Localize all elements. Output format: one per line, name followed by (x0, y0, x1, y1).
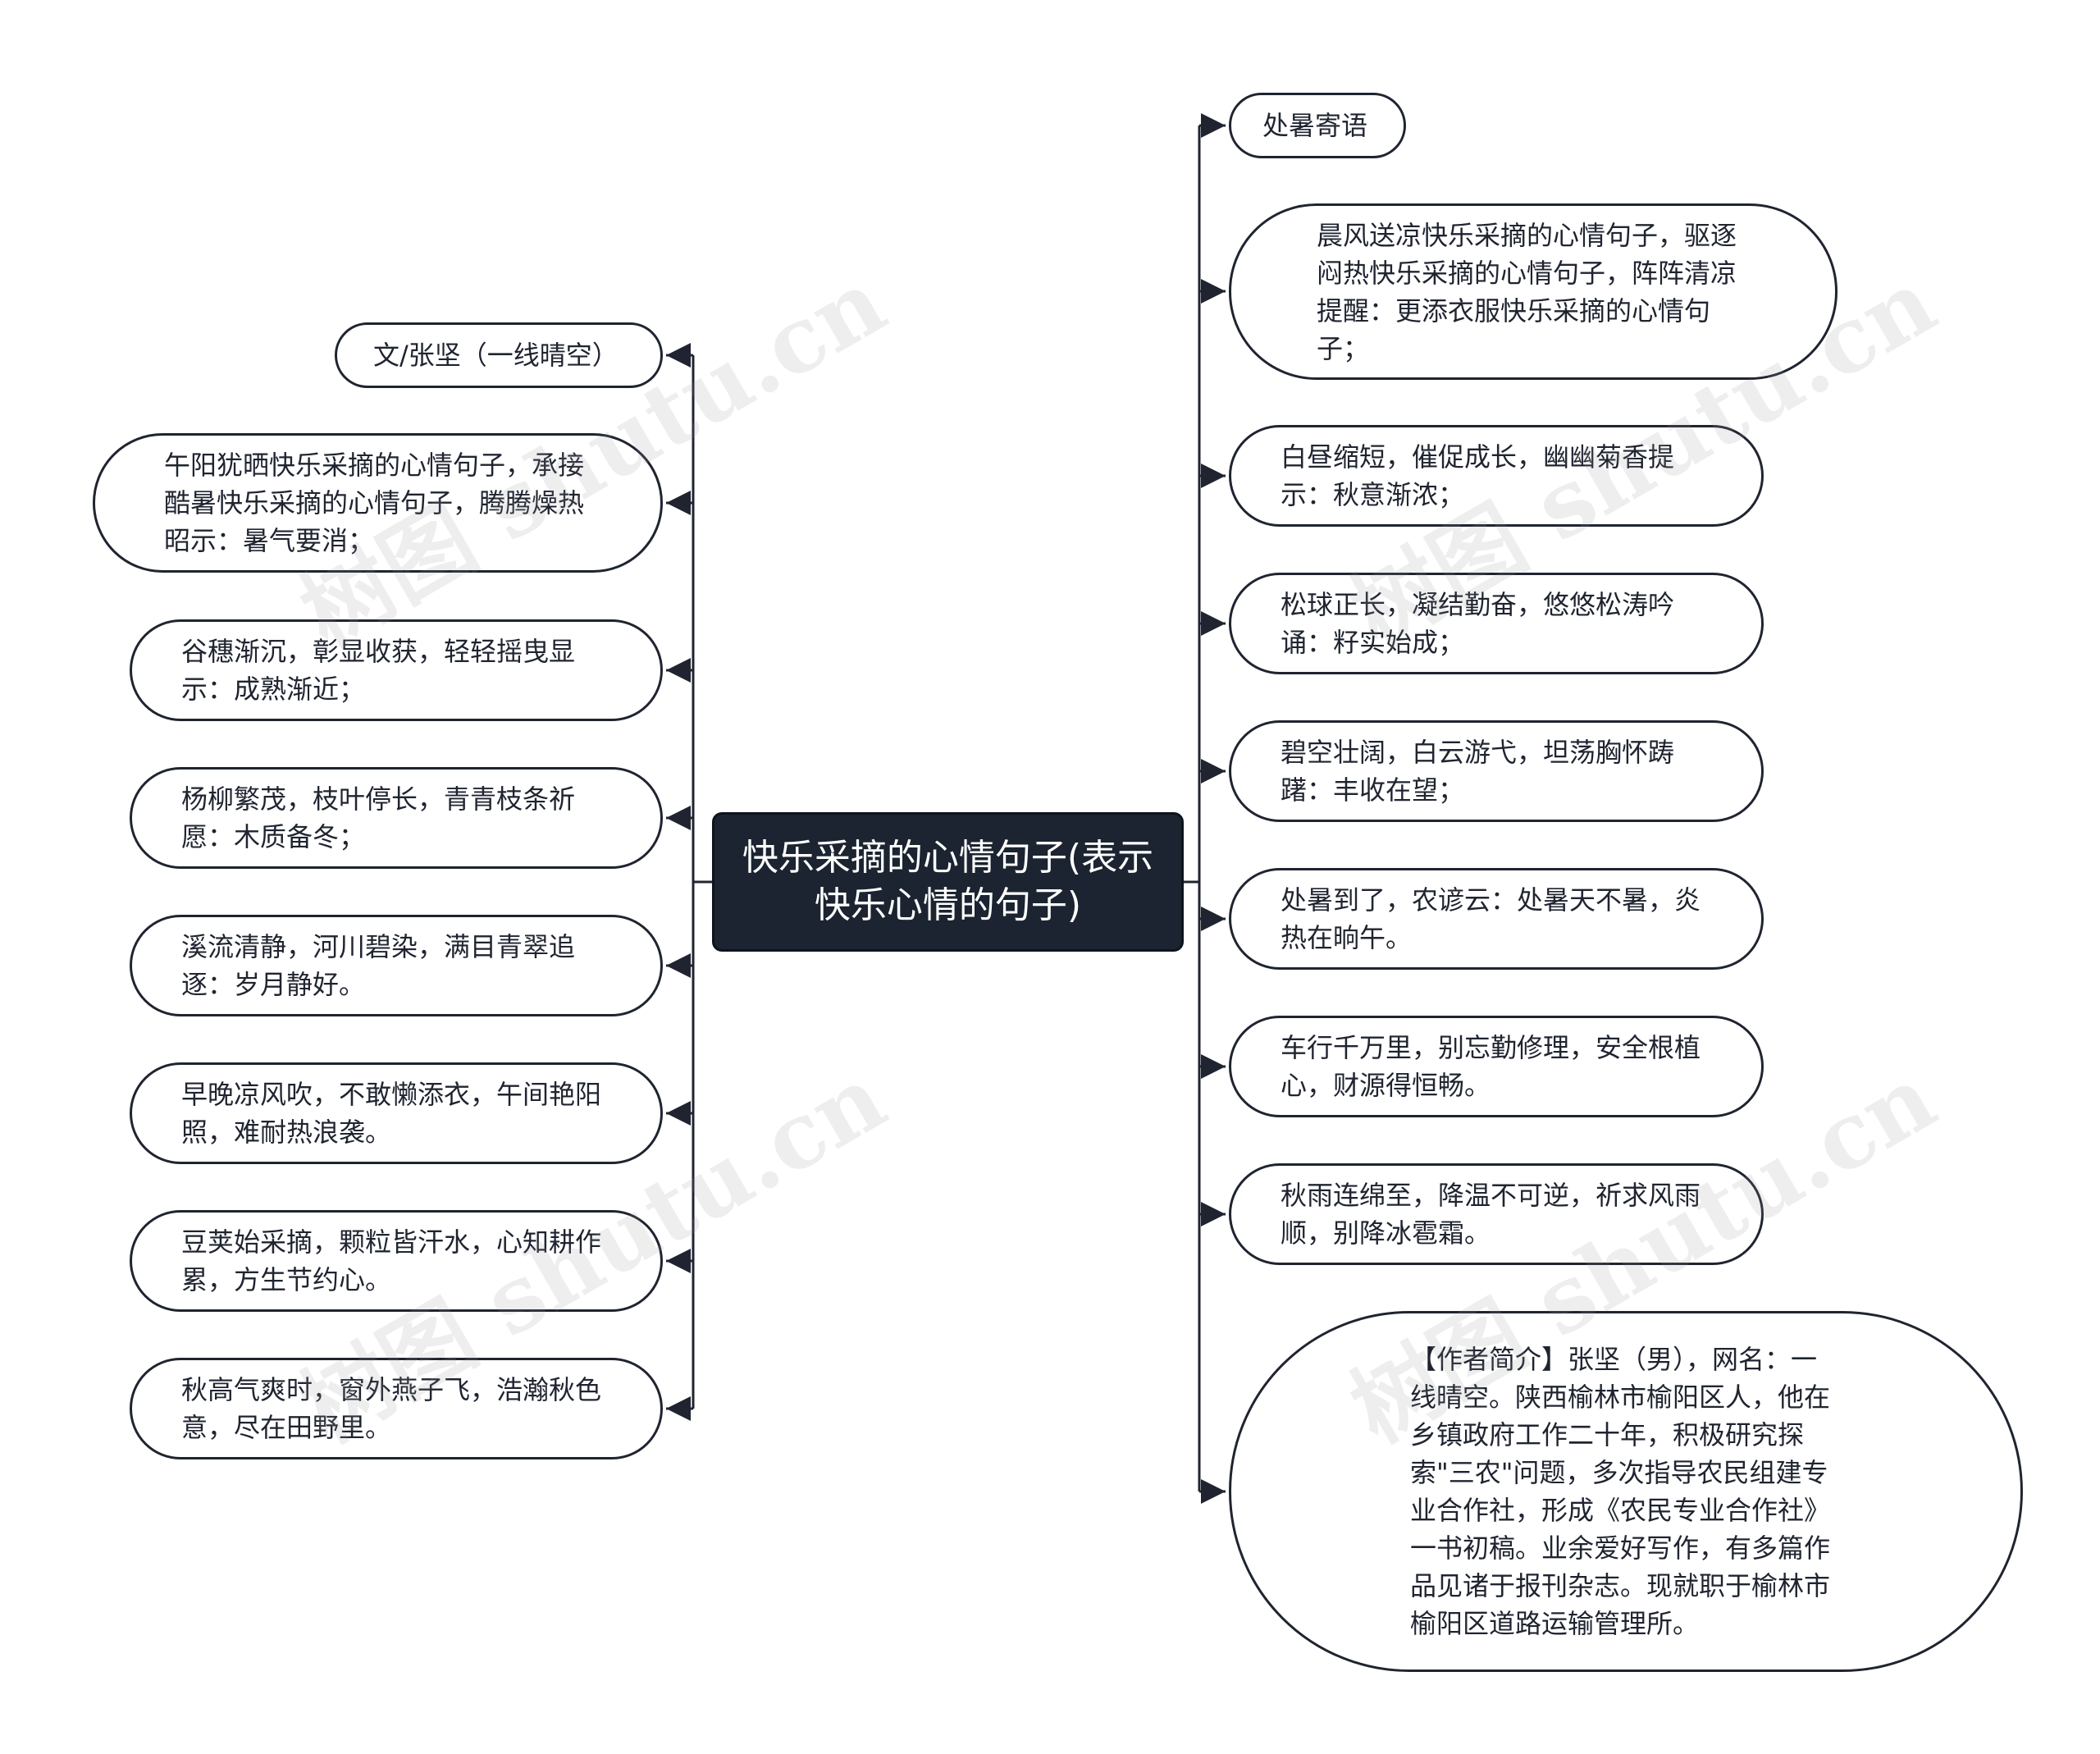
node-label: 午阳犹晒快乐采摘的心情句子，承接酷暑快乐采摘的心情句子，腾腾燥热昭示：暑气要消； (164, 450, 585, 556)
node-label: 早晚凉风吹，不敢懒添衣，午间艳阳照，难耐热浪袭。 (181, 1079, 602, 1148)
right-node-proverb[interactable]: 处暑到了，农谚云：处暑天不暑，炎热在晌午。 (1229, 868, 1764, 970)
node-label: 文/张坚（一线晴空） (373, 340, 619, 371)
left-node-noon-sun[interactable]: 午阳犹晒快乐采摘的心情句子，承接酷暑快乐采摘的心情句子，腾腾燥热昭示：暑气要消； (93, 433, 663, 573)
node-label: 秋雨连绵至，降温不可逆，祈求风雨顺，别降冰雹霜。 (1281, 1180, 1701, 1249)
node-label: 处暑寄语 (1262, 110, 1368, 141)
right-node-pine-cones[interactable]: 松球正长，凝结勤奋，悠悠松涛吟诵：籽实始成； (1229, 573, 1764, 674)
right-node-blue-sky[interactable]: 碧空壮阔，白云游弋，坦荡胸怀踌躇：丰收在望； (1229, 720, 1764, 822)
node-label: 溪流清静，河川碧染，满目青翠追逐：岁月静好。 (181, 931, 576, 1000)
left-node-author[interactable]: 文/张坚（一线晴空） (335, 322, 663, 388)
right-node-morning-wind[interactable]: 晨风送凉快乐采摘的心情句子，驱逐闷热快乐采摘的心情句子，阵阵清凉提醒：更添衣服快… (1229, 203, 1838, 380)
node-label: 白昼缩短，催促成长，幽幽菊香提示：秋意渐浓； (1281, 441, 1675, 510)
central-topic-label: 快乐采摘的心情句子(表示快乐心情的句子) (742, 837, 1154, 926)
node-label: 豆荚始采摘，颗粒皆汗水，心知耕作累，方生节约心。 (181, 1226, 602, 1295)
node-label: 秋高气爽时，窗外燕子飞，浩瀚秋色意，尽在田野里。 (181, 1374, 602, 1443)
left-node-stream[interactable]: 溪流清静，河川碧染，满目青翠追逐：岁月静好。 (130, 915, 663, 1016)
node-label: 【作者简介】张坚（男），网名：一线晴空。陕西榆林市榆阳区人，他在乡镇政府工作二十… (1410, 1344, 1831, 1639)
right-node-vehicle[interactable]: 车行千万里，别忘勤修理，安全根植心，财源得恒畅。 (1229, 1016, 1764, 1117)
node-label: 谷穗渐沉，彰显收获，轻轻摇曳显示：成熟渐近； (181, 636, 576, 705)
node-label: 处暑到了，农谚云：处暑天不暑，炎热在晌午。 (1281, 884, 1701, 953)
left-node-cool-wind[interactable]: 早晚凉风吹，不敢懒添衣，午间艳阳照，难耐热浪袭。 (130, 1062, 663, 1164)
left-node-willow[interactable]: 杨柳繁茂，枝叶停长，青青枝条祈愿：木质备冬； (130, 767, 663, 869)
left-node-beans[interactable]: 豆荚始采摘，颗粒皆汗水，心知耕作累，方生节约心。 (130, 1210, 663, 1312)
node-label: 松球正长，凝结勤奋，悠悠松涛吟诵：籽实始成； (1281, 589, 1675, 658)
right-node-autumn-rain[interactable]: 秋雨连绵至，降温不可逆，祈求风雨顺，别降冰雹霜。 (1229, 1163, 1764, 1265)
right-node-greeting[interactable]: 处暑寄语 (1229, 93, 1406, 158)
node-label: 杨柳繁茂，枝叶停长，青青枝条祈愿：木质备冬； (181, 783, 576, 852)
right-node-author-bio[interactable]: 【作者简介】张坚（男），网名：一线晴空。陕西榆林市榆阳区人，他在乡镇政府工作二十… (1229, 1311, 2023, 1672)
right-node-short-days[interactable]: 白昼缩短，催促成长，幽幽菊香提示：秋意渐浓； (1229, 425, 1764, 527)
node-label: 车行千万里，别忘勤修理，安全根植心，财源得恒畅。 (1281, 1032, 1701, 1101)
node-label: 晨风送凉快乐采摘的心情句子，驱逐闷热快乐采摘的心情句子，阵阵清凉提醒：更添衣服快… (1317, 219, 1737, 364)
central-topic[interactable]: 快乐采摘的心情句子(表示快乐心情的句子) (712, 812, 1184, 952)
left-node-autumn-sky[interactable]: 秋高气爽时，窗外燕子飞，浩瀚秋色意，尽在田野里。 (130, 1358, 663, 1459)
left-node-grain[interactable]: 谷穗渐沉，彰显收获，轻轻摇曳显示：成熟渐近； (130, 619, 663, 721)
node-label: 碧空壮阔，白云游弋，坦荡胸怀踌躇：丰收在望； (1281, 737, 1675, 806)
